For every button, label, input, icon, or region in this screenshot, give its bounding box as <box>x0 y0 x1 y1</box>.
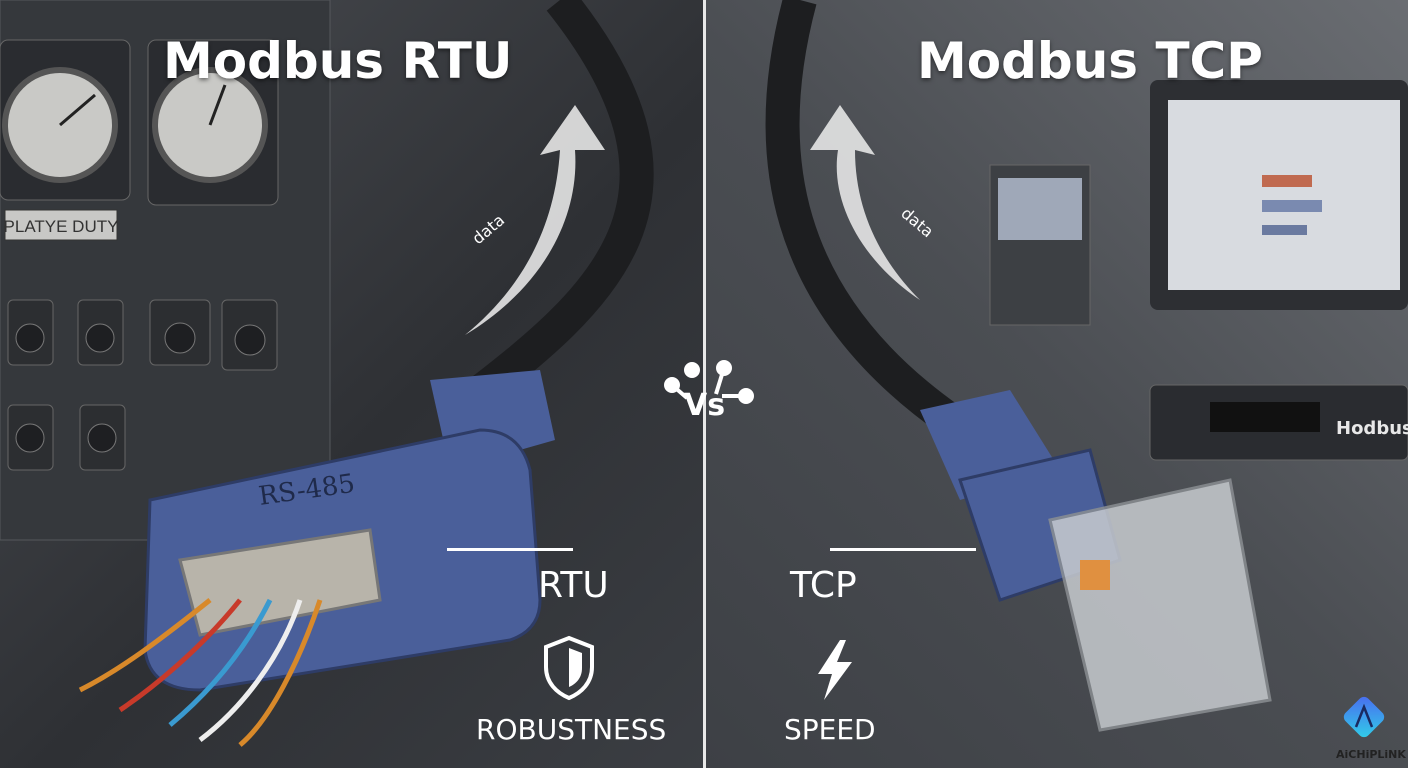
data-arrow-icon <box>810 105 920 300</box>
rtu-label: RTU <box>538 565 609 606</box>
vs-badge: Vs <box>662 360 754 426</box>
brand-logo-icon <box>1343 696 1385 738</box>
rtu-rule <box>447 548 573 551</box>
shield-icon <box>544 635 594 701</box>
tcp-label: TCP <box>790 565 857 606</box>
rs485-connector: RS-485 <box>78 370 555 747</box>
robustness-label: ROBUSTNESS <box>476 713 667 746</box>
data-tag: data <box>468 210 508 248</box>
control-panel: PLATYE DUTY <box>0 0 331 541</box>
network-switch: Hodbus <box>1149 384 1408 461</box>
brand-logo-text: AiCHiPLiNK <box>1336 748 1406 761</box>
network-nodes-icon <box>664 360 754 404</box>
hmi-monitor <box>989 80 1408 326</box>
serial-cable <box>459 0 654 414</box>
switch-label: Hodbus <box>1336 418 1408 439</box>
rtu-title: Modbus RTU <box>163 32 513 90</box>
vs-label: Vs <box>684 388 726 423</box>
data-arrow-icon <box>465 105 605 335</box>
data-tag: data <box>897 204 937 242</box>
rj45-connector <box>920 390 1272 732</box>
speed-label: SPEED <box>784 713 876 746</box>
divider <box>703 0 706 768</box>
tcp-rule <box>830 548 976 551</box>
ethernet-cable <box>765 0 960 434</box>
panel-label: PLATYE DUTY <box>4 217 119 236</box>
tcp-title: Modbus TCP <box>917 32 1263 90</box>
lightning-icon <box>818 640 852 700</box>
